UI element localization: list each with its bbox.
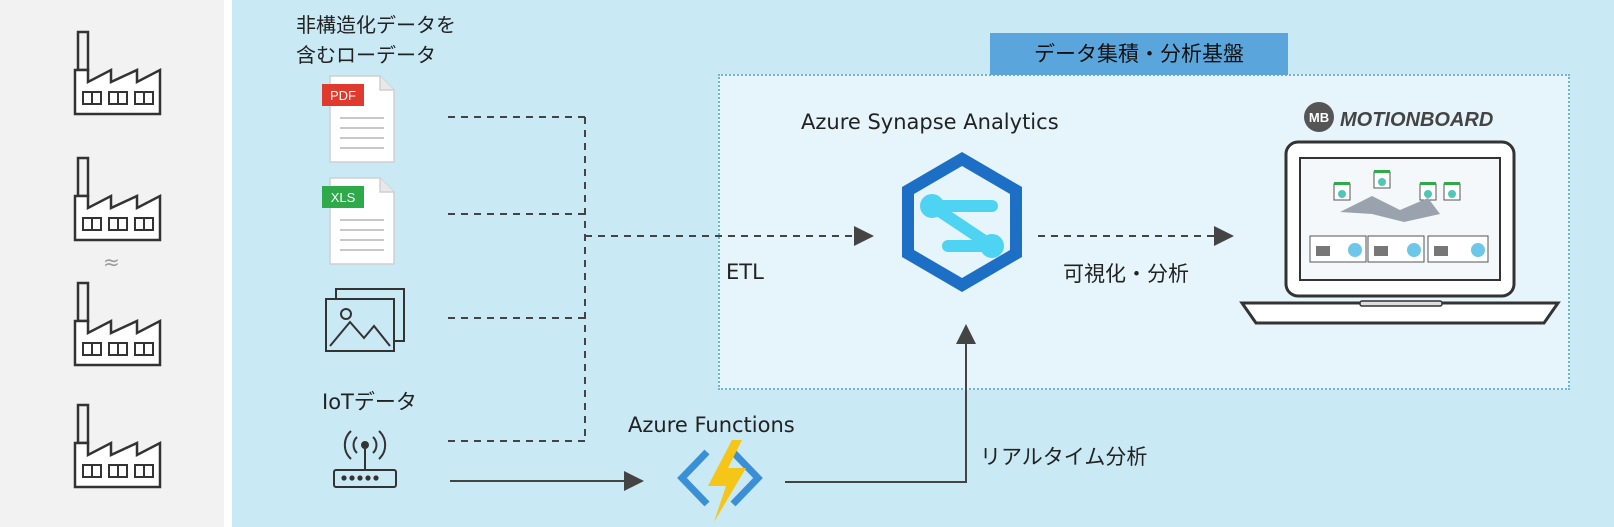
image-file-icon — [325, 288, 405, 352]
factory-icon — [73, 403, 162, 489]
factory-icon — [73, 281, 162, 367]
azure-functions-icon — [677, 440, 763, 522]
router-icon — [333, 430, 397, 488]
unstructured-data-label: 非構造化データを 含むローデータ — [296, 13, 456, 67]
motionboard-name: MOTIONBOARD — [1340, 109, 1493, 131]
svg-text:XLS: XLS — [331, 190, 356, 205]
visualize-label: 可視化・分析 — [1063, 262, 1189, 286]
motionboard-laptop-icon: MB MOTIONBOARD — [1239, 102, 1561, 325]
svg-text:MB: MB — [1309, 110, 1329, 125]
factory-icon — [73, 156, 162, 242]
factory-icon — [73, 30, 162, 116]
pdf-file-icon: PDF — [322, 75, 395, 163]
synapse-label: Azure Synapse Analytics — [801, 110, 1059, 134]
xls-file-icon: XLS — [322, 177, 395, 265]
realtime-label: リアルタイム分析 — [980, 445, 1148, 469]
svg-text:PDF: PDF — [330, 88, 356, 103]
source-connectors — [448, 116, 586, 442]
platform-label: データ集積・分析基盤 — [990, 33, 1288, 75]
functions-label: Azure Functions — [628, 413, 795, 437]
realtime-arrow — [785, 324, 976, 483]
approx-symbol: ≈ — [103, 250, 120, 274]
etl-label: ETL — [726, 260, 764, 284]
iot-data-label: IoTデータ — [322, 390, 417, 414]
motionboard-logo-icon — [1304, 102, 1334, 132]
synapse-icon — [902, 152, 1022, 292]
